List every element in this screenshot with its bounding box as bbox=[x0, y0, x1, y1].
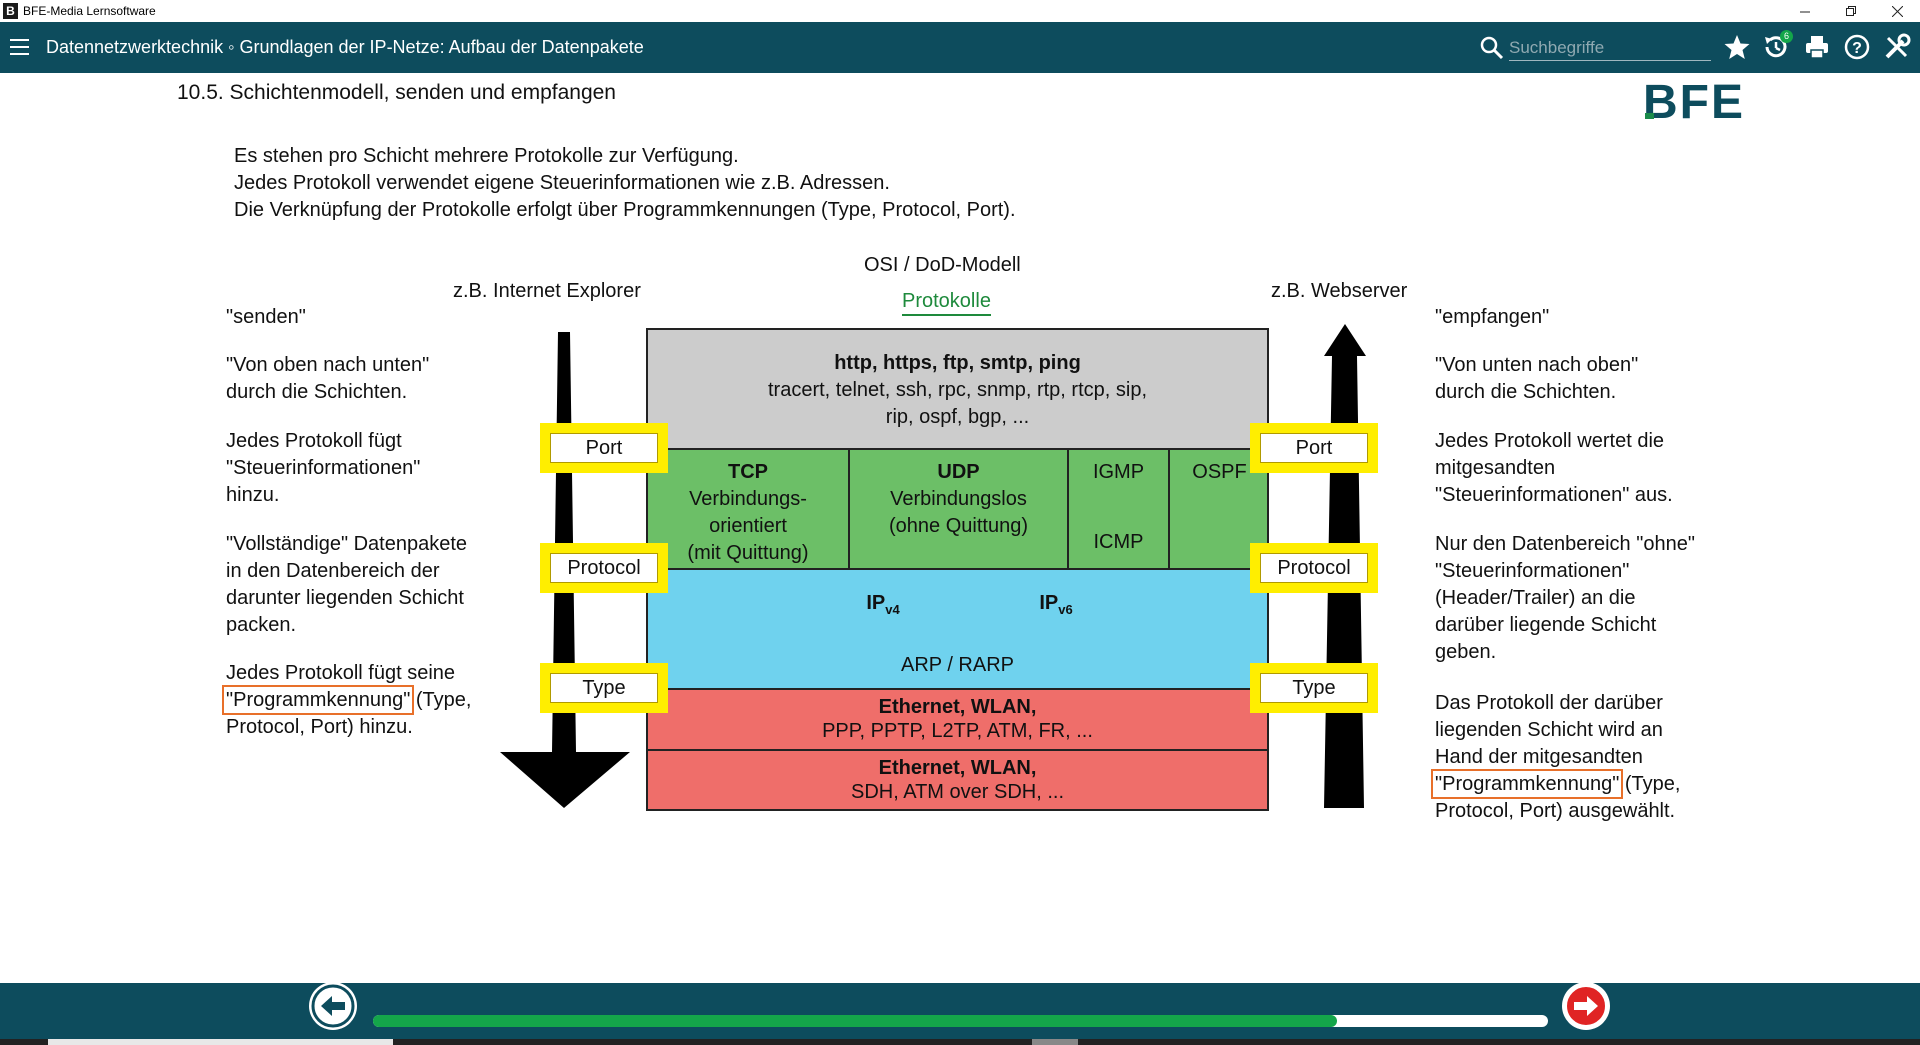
intro-line: Die Verknüpfung der Protokolle erfolgt ü… bbox=[234, 199, 1016, 221]
receive-paragraph-1: "Von unten nach oben"durch die Schichten… bbox=[1435, 354, 1639, 403]
tcp-desc: orientiert bbox=[709, 515, 787, 537]
intro-text: Es stehen pro Schicht mehrere Protokolle… bbox=[234, 143, 1016, 224]
window-titlebar: B BFE-Media Lernsoftware bbox=[0, 0, 1920, 22]
application-protocols-main: http, https, ftp, smtp, ping bbox=[834, 352, 1081, 374]
type-label-left: Type bbox=[540, 663, 668, 713]
physical-layer-main: Ethernet, WLAN, bbox=[878, 757, 1037, 779]
close-icon bbox=[1891, 5, 1903, 17]
restore-icon bbox=[1845, 5, 1856, 16]
program-id-highlight: "Programmkennung" bbox=[1430, 769, 1624, 799]
tcp-cell: TCP Verbindungs- orientiert (mit Quittun… bbox=[648, 459, 848, 567]
notification-badge: 6 bbox=[1780, 30, 1793, 43]
minimize-icon bbox=[1800, 11, 1810, 13]
receive-paragraph-3: Nur den Datenbereich "ohne""Steuerinform… bbox=[1435, 533, 1695, 663]
application-protocols-line: rip, ospf, bgp, ... bbox=[885, 406, 1030, 428]
ospf-label: OSPF bbox=[1192, 461, 1247, 483]
progress-fill bbox=[373, 1015, 1337, 1027]
igmp-label: IGMP bbox=[1092, 461, 1145, 483]
link-layer-line: PPP, PPTP, L2TP, ATM, FR, ... bbox=[822, 720, 1093, 742]
physical-layer-line: SDH, ATM over SDH, ... bbox=[851, 781, 1064, 803]
type-label-right: Type bbox=[1250, 663, 1378, 713]
arrow-right-icon bbox=[1565, 985, 1607, 1027]
tools-icon[interactable] bbox=[1883, 33, 1911, 61]
icmp-label: ICMP bbox=[1093, 531, 1144, 553]
search-icon[interactable] bbox=[1480, 36, 1504, 60]
link-layer-1: Ethernet, WLAN, PPP, PPTP, L2TP, ATM, FR… bbox=[646, 688, 1269, 751]
history-button[interactable]: 6 bbox=[1762, 30, 1793, 61]
next-page-button[interactable] bbox=[1562, 982, 1610, 1030]
protocol-label-right: Protocol bbox=[1250, 543, 1378, 593]
transport-layer: TCP Verbindungs- orientiert (mit Quittun… bbox=[646, 448, 1269, 570]
link-layer-main: Ethernet, WLAN, bbox=[878, 696, 1037, 718]
ipv6-label: IPv6 bbox=[1039, 592, 1073, 617]
link-layer-2: Ethernet, WLAN, SDH, ATM over SDH, ... bbox=[646, 749, 1269, 811]
protocol-label-left: Protocol bbox=[540, 543, 668, 593]
bfe-logo: BFE bbox=[1643, 76, 1743, 125]
previous-page-button[interactable] bbox=[309, 982, 357, 1030]
udp-desc: (ohne Quittung) bbox=[889, 515, 1028, 537]
protocols-link[interactable]: Protokolle bbox=[902, 289, 991, 316]
right-caption: z.B. Webserver bbox=[1271, 280, 1408, 302]
star-favorites-icon[interactable] bbox=[1723, 33, 1751, 61]
course-title: Datennetzwerktechnik ◦ Grundlagen der IP… bbox=[46, 37, 644, 57]
port-label-left: Port bbox=[540, 423, 668, 473]
tcp-desc: Verbindungs- bbox=[689, 488, 807, 510]
udp-desc: Verbindungslos bbox=[890, 488, 1027, 510]
taskbar-strip bbox=[0, 1039, 1920, 1045]
svg-text:?: ? bbox=[1852, 40, 1862, 57]
send-paragraph-1: "Von oben nach unten"durch die Schichten… bbox=[226, 354, 430, 403]
arp-label: ARP / RARP bbox=[901, 654, 1014, 676]
progress-bar[interactable] bbox=[373, 1015, 1548, 1027]
left-caption: z.B. Internet Explorer bbox=[453, 280, 641, 302]
application-protocols-line: tracert, telnet, ssh, rpc, snmp, rtp, rt… bbox=[767, 379, 1147, 401]
receive-heading: "empfangen" bbox=[1435, 306, 1550, 328]
tcp-desc: (mit Quittung) bbox=[687, 542, 809, 564]
model-title: OSI / DoD-Modell bbox=[864, 254, 1021, 276]
footer-bar bbox=[0, 983, 1920, 1045]
intro-line: Es stehen pro Schicht mehrere Protokolle… bbox=[234, 145, 739, 167]
program-id-highlight: "Programmkennung" bbox=[221, 685, 415, 715]
history-icon bbox=[1765, 36, 1787, 58]
window-title: BFE-Media Lernsoftware bbox=[23, 4, 156, 18]
send-paragraph-4: Jedes Protokoll fügt seine "Programmkenn… bbox=[221, 662, 472, 738]
send-paragraph-2: Jedes Protokoll fügt"Steuerinformationen… bbox=[226, 430, 421, 506]
hamburger-menu-icon[interactable] bbox=[10, 39, 29, 55]
section-title: 10.5. Schichtenmodell, senden und empfan… bbox=[177, 81, 616, 104]
bfe-logo-text: BFE bbox=[1643, 76, 1743, 125]
app-header: Datennetzwerktechnik ◦ Grundlagen der IP… bbox=[0, 22, 1920, 73]
udp-cell: UDP Verbindungslos (ohne Quittung) bbox=[850, 459, 1067, 540]
send-heading: "senden" bbox=[226, 306, 306, 328]
search-input[interactable] bbox=[1509, 35, 1711, 61]
ipv4-label: IPv4 bbox=[866, 592, 900, 617]
network-layer: IPv4 IPv6 ARP / RARP bbox=[646, 568, 1269, 690]
help-icon[interactable]: ? bbox=[1843, 33, 1871, 61]
close-window-button[interactable] bbox=[1874, 0, 1920, 22]
app-logo-icon: B bbox=[3, 3, 18, 19]
restore-button[interactable] bbox=[1828, 0, 1874, 22]
udp-name: UDP bbox=[937, 461, 980, 483]
port-label-right: Port bbox=[1250, 423, 1378, 473]
arrow-left-icon bbox=[311, 984, 355, 1028]
minimize-button[interactable] bbox=[1782, 0, 1828, 22]
intro-line: Jedes Protokoll verwendet eigene Steueri… bbox=[234, 172, 890, 194]
tcp-name: TCP bbox=[728, 461, 768, 483]
application-layer: http, https, ftp, smtp, ping tracert, te… bbox=[646, 328, 1269, 450]
print-icon[interactable] bbox=[1803, 33, 1831, 61]
